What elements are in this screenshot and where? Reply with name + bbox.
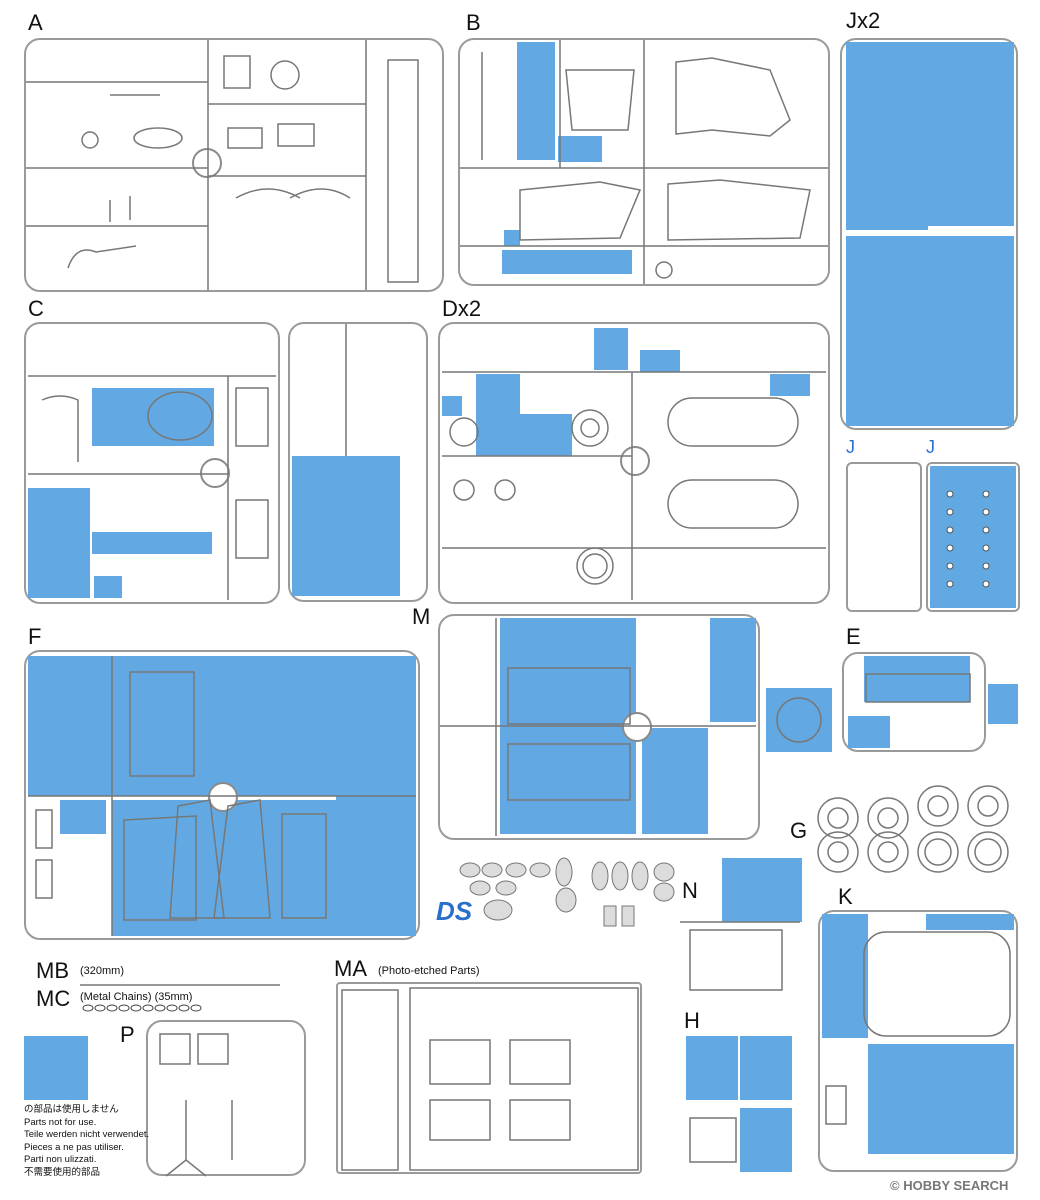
sprue-sub-mb: (320mm)	[80, 965, 125, 977]
f-unused-sheet-2	[114, 656, 336, 796]
j-unused-sheet-1	[846, 42, 928, 230]
sprue-label-e: E	[846, 624, 861, 649]
k-unused-sheet-1	[822, 914, 868, 1038]
sprue-d-hub	[620, 446, 650, 476]
sprue-sub-ma: (Photo-etched Parts)	[378, 965, 480, 977]
sprue-f-hub	[208, 782, 238, 812]
sprue-label-f: F	[28, 624, 42, 649]
b-unused-sheet-2	[558, 136, 602, 162]
c-unused-sheet-3	[92, 532, 212, 554]
j-unused-sheet-2	[928, 42, 1014, 226]
e-unused-sheet-2	[848, 716, 890, 748]
sprue-label-p: P	[120, 1022, 135, 1047]
h-unused-sheet-2	[740, 1036, 792, 1100]
m-unused-sheet-3	[642, 728, 708, 834]
d-unused-sheet-5	[476, 414, 572, 456]
b-unused-sheet-3	[502, 250, 632, 274]
e-part-6-sheet	[988, 684, 1018, 724]
sprue-label-j-2: J	[926, 437, 935, 457]
h-unused-sheet-3	[740, 1108, 792, 1172]
sprue-label-mc: MC	[36, 986, 71, 1011]
k-unused-sheet-3	[926, 914, 1014, 930]
sprue-label-jx2: Jx2	[846, 8, 881, 33]
d-unused-sheet-4	[442, 396, 462, 416]
sprue-label-n: N	[682, 878, 698, 903]
legend-text: の部品は使用しません Parts not for use. Teile werd…	[24, 1104, 149, 1179]
sprue-label-a: A	[28, 10, 43, 35]
legend-line-it: Parti non ulizzati.	[24, 1154, 97, 1165]
sprue-a-hub	[192, 148, 222, 178]
sprue-label-m: M	[412, 604, 431, 629]
sprue-label-k: K	[838, 884, 853, 909]
sprue-a-frame	[24, 38, 444, 292]
d-unused-sheet-1	[594, 328, 628, 370]
d-unused-sheet-2	[640, 350, 680, 372]
sprue-label-dx2: Dx2	[442, 296, 482, 321]
h-unused-sheet-1	[686, 1036, 738, 1100]
d-unused-sheet-6	[770, 374, 810, 396]
sprue-m-hub	[622, 712, 652, 742]
sprue-label-mb: MB	[36, 958, 69, 983]
sprue-p-frame	[146, 1020, 306, 1176]
b-unused-sheet-1	[517, 42, 555, 160]
sprue-j-small-frame-1	[846, 462, 922, 612]
c-unused-sheet-2	[28, 488, 90, 598]
legend-swatch	[24, 1036, 88, 1100]
legend-line-zh: 不需要使用的部品	[24, 1166, 101, 1178]
hobby-search-watermark: © HOBBY SEARCH	[890, 1178, 1009, 1193]
sprue-label-g: G	[790, 818, 808, 843]
legend-line-fr: Pieces a ne pas utiliser.	[24, 1141, 124, 1153]
sprue-label-j-1: J	[846, 437, 855, 457]
j-unused-sheet-3	[846, 236, 1014, 426]
legend-line-de: Teile werden nicht verwendet.	[24, 1129, 150, 1140]
k-unused-sheet-2	[868, 1044, 1014, 1154]
sprue-label-h: H	[684, 1008, 700, 1033]
c-unused-sheet-1	[92, 388, 214, 446]
n-unused-sheet	[722, 858, 802, 922]
sprue-c-hub	[200, 458, 230, 488]
e-unused-sheet-1	[864, 656, 970, 702]
b-unused-sheet-4	[504, 230, 520, 246]
legend-line-en: Parts not for use.	[24, 1116, 97, 1128]
c-unused-sheet-4	[94, 576, 122, 598]
ds-brand-logo: DS	[436, 896, 473, 926]
sprue-sub-mc: (Metal Chains) (35mm)	[80, 991, 193, 1003]
j-grid-sheet	[930, 466, 1016, 608]
d-unused-sheet-3	[476, 374, 520, 414]
m-unused-sheet-2	[710, 618, 756, 722]
sprue-label-b: B	[466, 10, 481, 35]
c2-unused-sheet-1	[292, 456, 400, 596]
sprue-label-ma: MA	[334, 956, 367, 981]
sprue-label-c: C	[28, 296, 44, 321]
f-unused-sheet-5	[60, 800, 106, 834]
f-unused-sheet-1	[28, 656, 114, 796]
sprue-ma-frame	[336, 982, 642, 1174]
legend-line-ja: の部品は使用しません	[24, 1104, 119, 1115]
